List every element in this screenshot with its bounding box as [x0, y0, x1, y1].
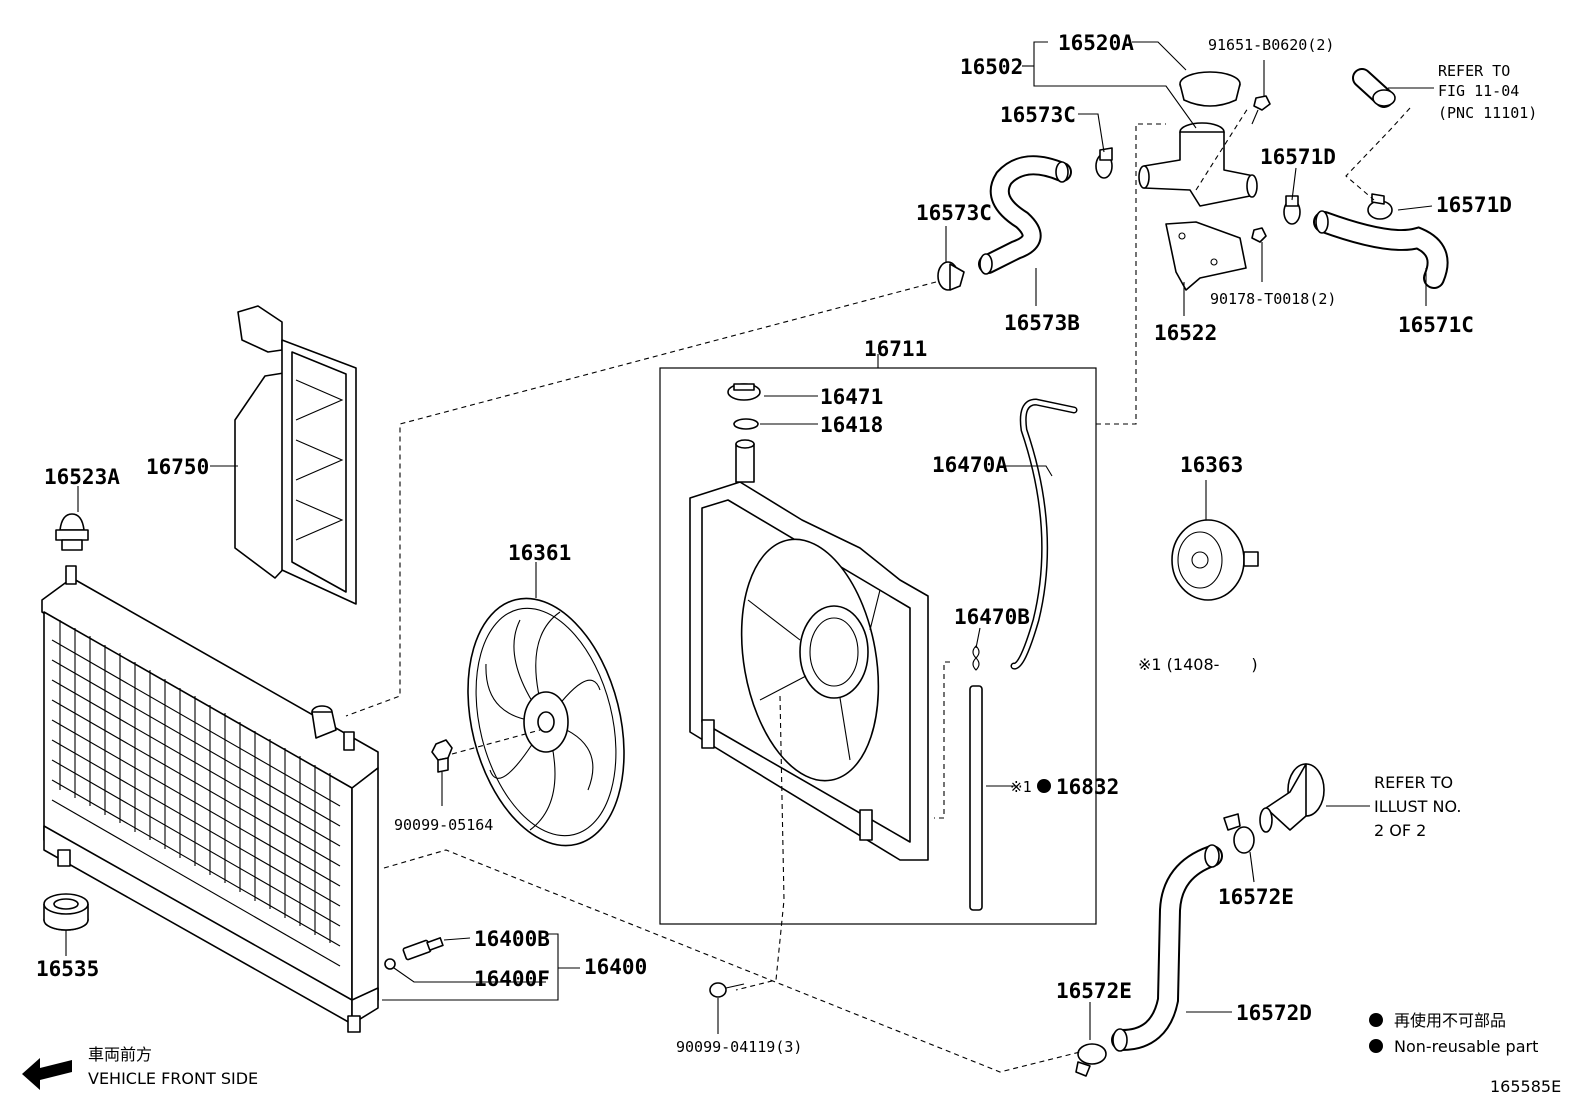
vehicle-front-arrow-icon	[22, 1058, 72, 1090]
label-16502: 16502	[960, 55, 1023, 79]
drain-cock-16400B	[402, 937, 444, 961]
clamp-16571D-right	[1367, 193, 1393, 220]
label-16573C-top: 16573C	[1000, 103, 1076, 127]
label-16572D: 16572D	[1236, 1001, 1312, 1025]
front-side-jp: 車両前方	[88, 1045, 152, 1064]
refer-fig-line-2: FIG 11-04	[1438, 82, 1519, 100]
label-16572E-right: 16572E	[1218, 885, 1294, 909]
fan-16361	[467, 597, 625, 847]
reserve-tank-cap-16471	[727, 383, 761, 401]
label-16471: 16471	[820, 385, 883, 409]
plug-16523A	[55, 513, 89, 551]
fan-shroud-16711	[689, 439, 929, 861]
label-16571C: 16571C	[1398, 313, 1474, 337]
refer-illust-text: REFER TO ILLUST NO. 2 OF 2	[1374, 773, 1467, 840]
label-16400B: 16400B	[474, 927, 550, 951]
water-outlet-refer-illust	[1259, 763, 1325, 833]
legend-dot-en	[1369, 1039, 1383, 1053]
label-16832: 16832	[1056, 775, 1119, 799]
label-16470A: 16470A	[932, 453, 1008, 477]
clamp-16571D-left	[1283, 195, 1301, 225]
clamp-16573C-left	[937, 261, 965, 291]
bracket-16522	[1165, 221, 1247, 291]
label-16535: 16535	[36, 957, 99, 981]
refer-fig-text: REFER TO FIG 11-04 (PNC 11101)	[1438, 62, 1537, 122]
refer-fig-line-3: (PNC 11101)	[1438, 104, 1537, 122]
label-16573B: 16573B	[1004, 311, 1080, 335]
legend-non-reusable-jp: 再使用不可部品	[1394, 1011, 1506, 1030]
radiator-cap-16520A	[1179, 71, 1241, 107]
refer-illust-line-1: REFER TO	[1374, 773, 1453, 792]
label-90178-T0018: 90178-T0018(2)	[1210, 290, 1336, 308]
refer-illust-line-2: ILLUST NO.	[1374, 797, 1461, 816]
legend-dot-jp	[1369, 1013, 1383, 1027]
nut-90178-T0018	[1251, 227, 1267, 243]
label-90099-05164: 90099-05164	[394, 816, 493, 834]
label-91651-B0620: 91651-B0620(2)	[1208, 36, 1334, 54]
label-16571D-left: 16571D	[1260, 145, 1336, 169]
seal-16832	[969, 685, 983, 911]
label-90099-04119: 90099-04119(3)	[676, 1038, 802, 1056]
hose-end-refer-fig-11-04	[1352, 68, 1396, 108]
label-16520A: 16520A	[1058, 31, 1134, 55]
label-16571D-right: 16571D	[1436, 193, 1512, 217]
clamp-16572E-right	[1223, 813, 1255, 854]
water-inlet-16502	[1138, 122, 1258, 207]
nut-90099-05164	[431, 739, 453, 773]
bolt-91651-B0620	[1251, 95, 1271, 125]
radiator-assembly	[41, 565, 379, 1033]
label-16400: 16400	[584, 955, 647, 979]
clip-16470B	[972, 645, 980, 671]
fan-motor-16363	[1171, 519, 1259, 601]
label-16361: 16361	[508, 541, 571, 565]
label-16522: 16522	[1154, 321, 1217, 345]
clamp-16572E-bottom	[1075, 1043, 1107, 1077]
label-16523A: 16523A	[44, 465, 120, 489]
oring-16418	[733, 418, 759, 430]
leader-lines	[65, 41, 1434, 1040]
label-16400F: 16400F	[474, 967, 550, 991]
dashed-connection-lines	[345, 107, 1411, 1073]
label-16573C-left: 16573C	[916, 201, 992, 225]
diagram-id: 165585E	[1490, 1077, 1561, 1096]
screw-90099-04119	[709, 982, 745, 998]
front-side-en: VEHICLE FRONT SIDE	[88, 1069, 258, 1088]
label-16418: 16418	[820, 413, 883, 437]
label-16470B: 16470B	[954, 605, 1030, 629]
hose-16470A	[1012, 399, 1076, 668]
refer-fig-line-1: REFER TO	[1438, 62, 1510, 80]
clamp-16573C-top	[1095, 147, 1113, 179]
label-16572E-bottom: 16572E	[1056, 979, 1132, 1003]
non-reusable-dot-16832	[1037, 779, 1051, 793]
hose-16572D	[1111, 844, 1223, 1052]
oring-16400F	[384, 958, 396, 970]
label-16711: 16711	[864, 337, 927, 361]
label-16832-mark: ※1	[1010, 778, 1032, 796]
legend-non-reusable-en: Non-reusable part	[1394, 1037, 1538, 1056]
refer-illust-line-3: 2 OF 2	[1374, 821, 1426, 840]
label-16363: 16363	[1180, 453, 1243, 477]
mount-16535	[43, 893, 89, 931]
label-16750: 16750	[146, 455, 209, 479]
hose-16571C	[1313, 210, 1449, 289]
hose-16573B	[978, 155, 1072, 275]
air-guide-16750	[234, 305, 357, 605]
applicability-note: ※1 (1408- )	[1138, 655, 1258, 674]
